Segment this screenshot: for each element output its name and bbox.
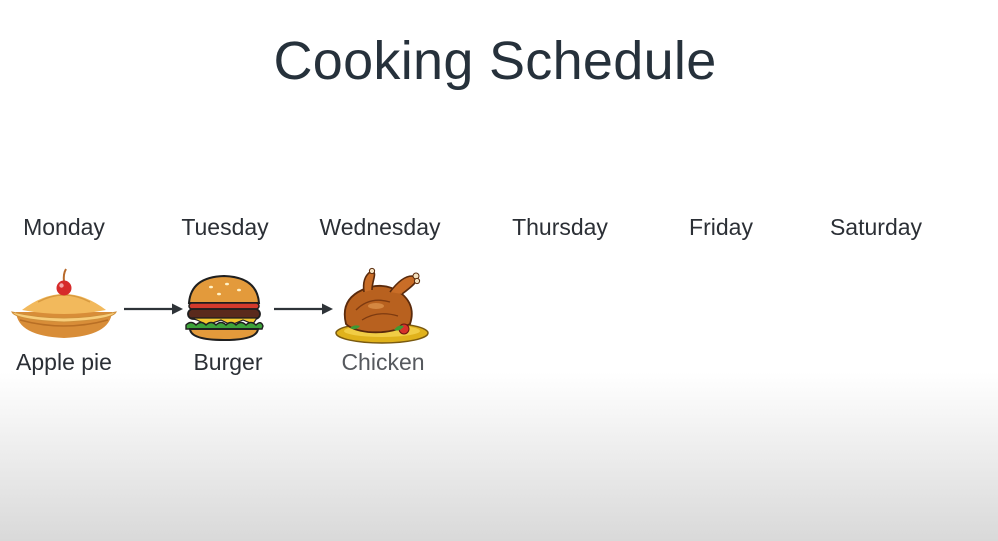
food-label-chicken: Chicken <box>341 349 425 375</box>
apple-pie-icon <box>11 268 117 338</box>
food-label-burger: Burger <box>193 349 263 375</box>
day-monday: Monday <box>23 214 105 240</box>
day-thursday: Thursday <box>512 214 608 240</box>
arrow-1 <box>124 303 183 315</box>
day-tuesday: Tuesday <box>181 214 269 240</box>
day-wednesday: Wednesday <box>319 214 441 240</box>
roast-chicken-icon <box>335 267 429 344</box>
arrow-2 <box>274 303 333 315</box>
day-saturday: Saturday <box>829 214 923 240</box>
page-title: Cooking Schedule <box>273 31 717 91</box>
burger-icon <box>185 274 264 342</box>
food-label-apple-pie: Apple pie <box>16 349 112 375</box>
day-friday: Friday <box>689 214 753 240</box>
